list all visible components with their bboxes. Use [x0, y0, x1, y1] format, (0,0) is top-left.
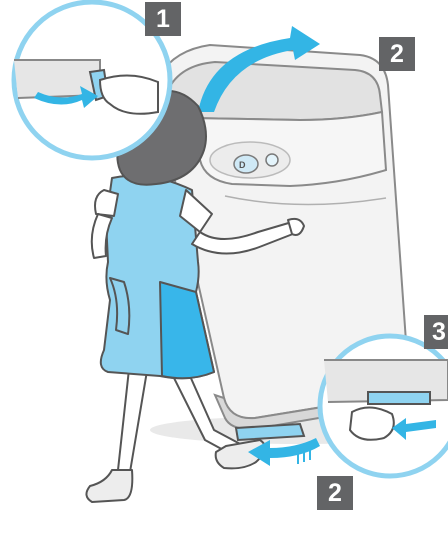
- step-2-badge-bottom: 2: [317, 476, 353, 510]
- back-shoe: [86, 470, 132, 502]
- inset-swing-foot: [320, 336, 448, 476]
- leveling-foot: [236, 424, 304, 440]
- control-dial: [234, 155, 258, 173]
- inset-3-hand: [350, 407, 394, 439]
- step-1-badge: 1: [145, 2, 181, 36]
- left-sleeve: [95, 190, 118, 216]
- step-2-badge-top: 2: [379, 37, 415, 71]
- start-button: [266, 154, 278, 166]
- inset-3-foot-lever: [368, 392, 430, 404]
- back-leg: [118, 360, 148, 472]
- step-3-badge: 3: [424, 315, 448, 349]
- inset-3-circle: [320, 336, 448, 476]
- dial-logo: D: [239, 160, 246, 170]
